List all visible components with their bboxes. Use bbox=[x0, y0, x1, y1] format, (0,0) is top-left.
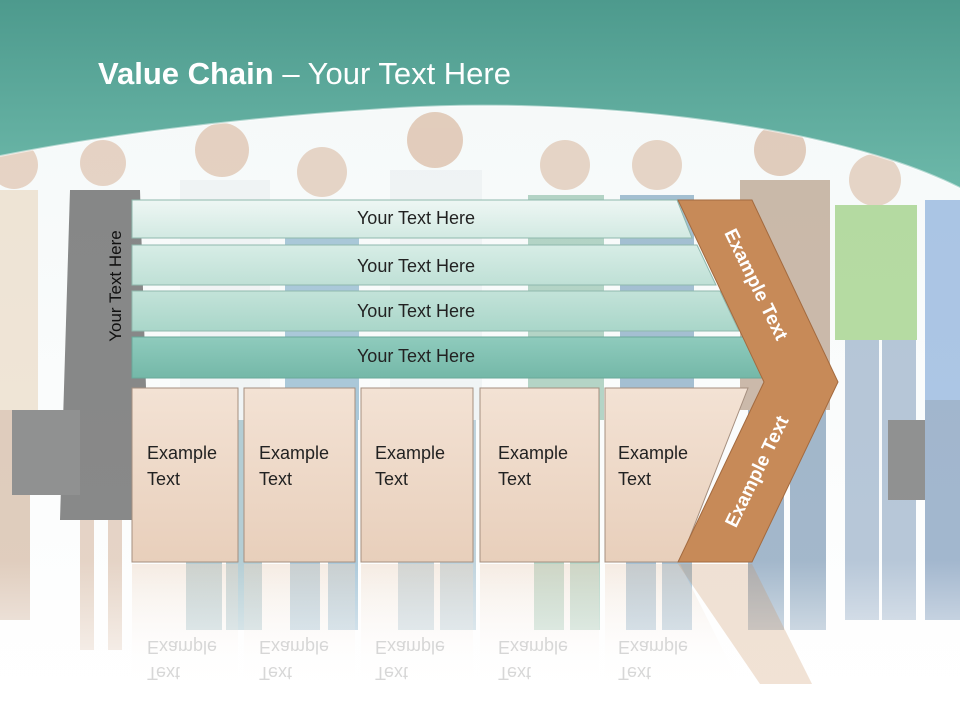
cell-3-reflection-line1: Example bbox=[375, 637, 446, 657]
cell-2-reflection: Text Example bbox=[259, 634, 329, 686]
row-shape-2 bbox=[131, 244, 717, 286]
cell-5-reflection-line1: Example bbox=[618, 637, 689, 657]
cell-3-reflection-line2: Text bbox=[375, 663, 409, 683]
cell-1-text: Example Text bbox=[147, 440, 217, 492]
cell-shape-2 bbox=[243, 387, 356, 563]
cell-5-line2: Text bbox=[618, 469, 652, 489]
cell-2-line1: Example bbox=[259, 443, 330, 463]
cell-3-reflection: Text Example bbox=[375, 634, 445, 686]
cell-2-line2: Text bbox=[259, 469, 293, 489]
cell-2-reflection-line2: Text bbox=[259, 663, 293, 683]
title-bold: Value Chain bbox=[98, 56, 274, 91]
cell-shape-1 bbox=[131, 387, 239, 563]
cell-1-reflection: Text Example bbox=[147, 634, 217, 686]
cell-4-line2: Text bbox=[498, 469, 532, 489]
cell-shape-4 bbox=[479, 387, 600, 563]
title-rest: – Your Text Here bbox=[273, 56, 511, 91]
cell-5-reflection-line2: Text bbox=[618, 663, 652, 683]
cell-5-reflection: Text Example bbox=[618, 634, 688, 686]
cell-5-line1: Example bbox=[618, 443, 689, 463]
cell-1-reflection-line1: Example bbox=[147, 637, 218, 657]
page-title: Value Chain – Your Text Here bbox=[98, 56, 511, 92]
cell-2-text: Example Text bbox=[259, 440, 329, 492]
cell-4-reflection: Text Example bbox=[498, 634, 568, 686]
cell-5-text: Example Text bbox=[618, 440, 688, 492]
cell-4-reflection-line1: Example bbox=[498, 637, 569, 657]
cell-3-text: Example Text bbox=[375, 440, 445, 492]
row-shape-1 bbox=[131, 199, 693, 239]
cell-3-line1: Example bbox=[375, 443, 446, 463]
cell-4-text: Example Text bbox=[498, 440, 568, 492]
cell-1-line1: Example bbox=[147, 443, 218, 463]
cell-4-line1: Example bbox=[498, 443, 569, 463]
cell-1-line2: Text bbox=[147, 469, 181, 489]
cell-shape-3 bbox=[360, 387, 474, 563]
cell-3-line2: Text bbox=[375, 469, 409, 489]
row-shape-3 bbox=[131, 290, 740, 332]
row-2-text: Your Text Here bbox=[356, 256, 476, 276]
row-1-text: Your Text Here bbox=[356, 208, 476, 228]
row-4-text: Your Text Here bbox=[356, 346, 476, 366]
row-3-text: Your Text Here bbox=[356, 301, 476, 321]
cell-4-reflection-line2: Text bbox=[498, 663, 532, 683]
cell-1-reflection-line2: Text bbox=[147, 663, 181, 683]
cell-2-reflection-line1: Example bbox=[259, 637, 330, 657]
chevron-arrow-shape bbox=[677, 199, 839, 563]
